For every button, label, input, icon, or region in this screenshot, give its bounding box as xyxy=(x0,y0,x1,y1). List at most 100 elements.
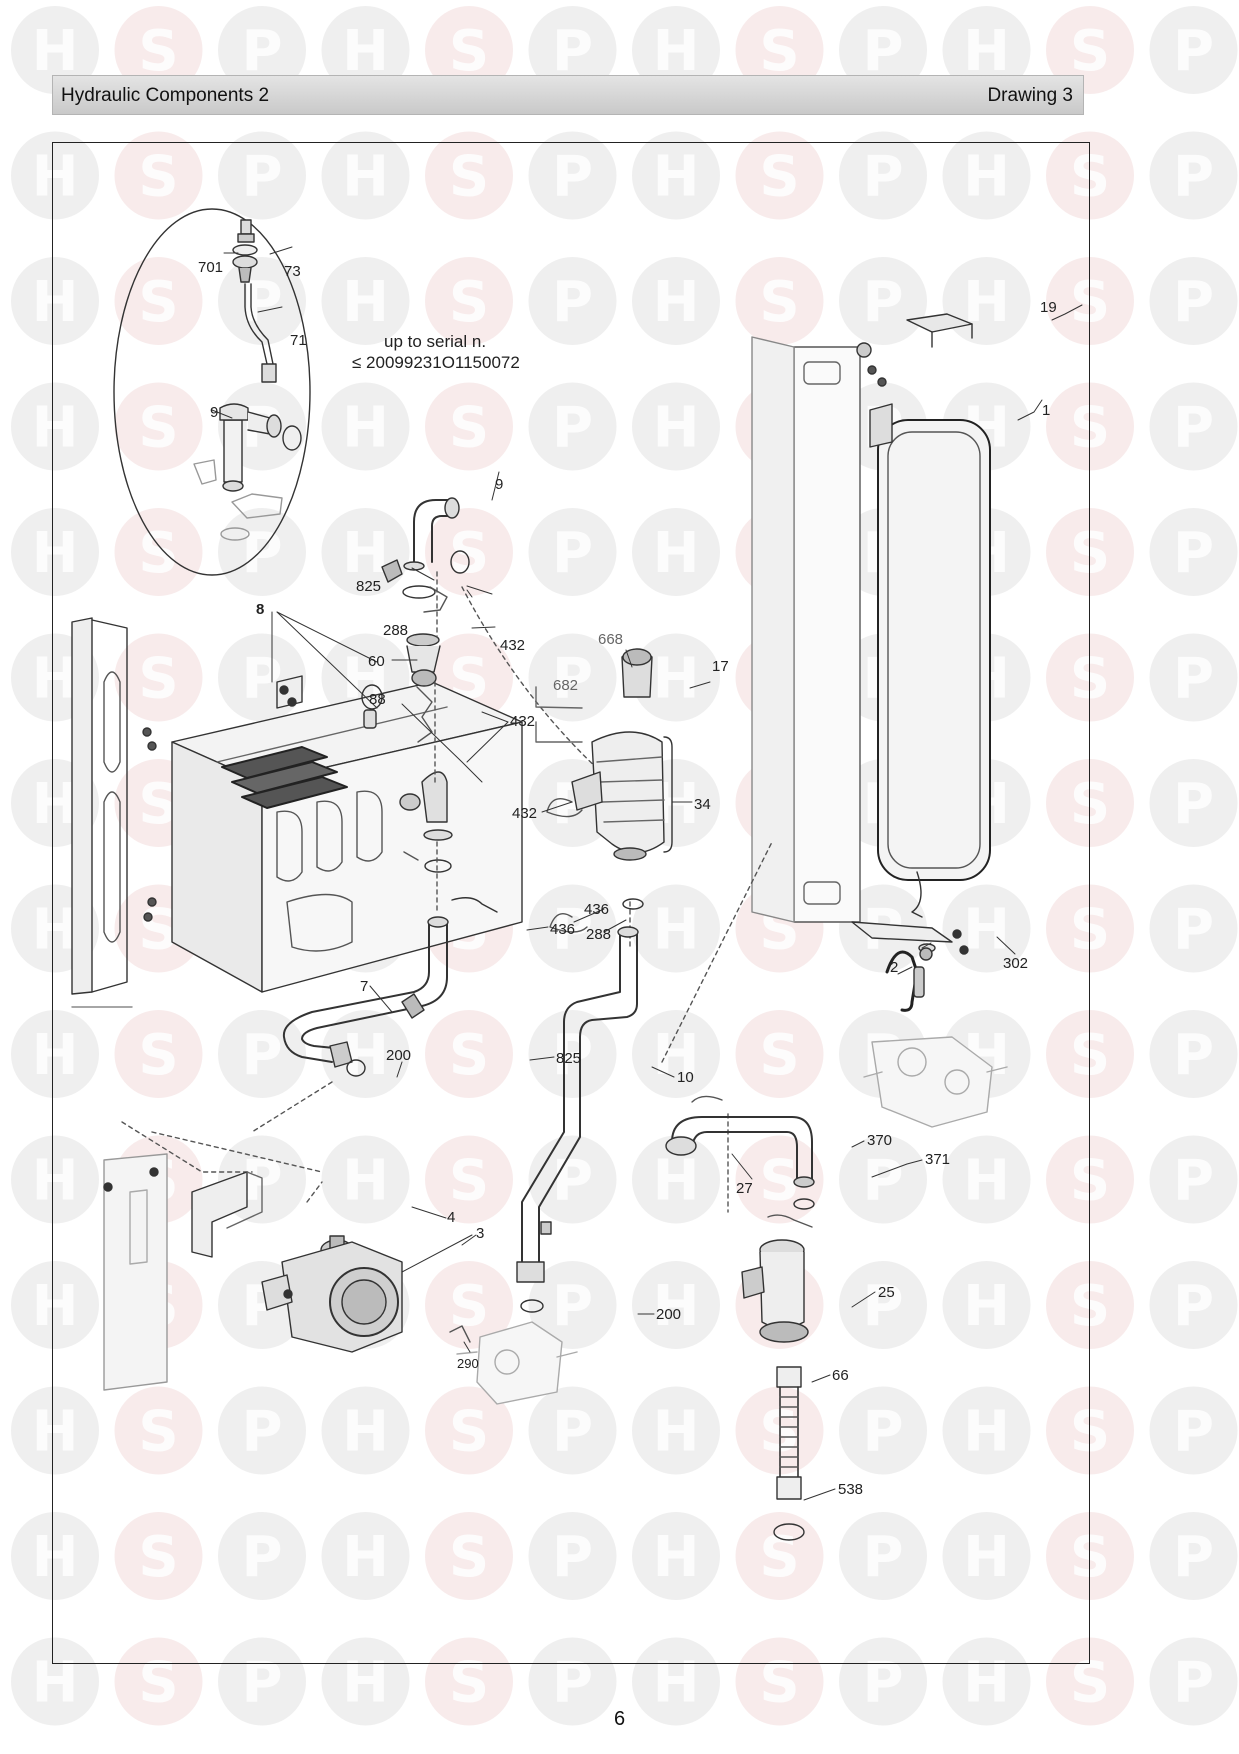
svg-text:P: P xyxy=(552,1525,593,1590)
watermark-badge: S xyxy=(425,382,513,471)
watermark-badge: S xyxy=(1046,633,1134,722)
callout-432-top: 432 xyxy=(500,637,525,654)
svg-text:H: H xyxy=(32,1400,79,1465)
callout-288-mid: 288 xyxy=(586,926,611,943)
watermark-badge: S xyxy=(114,6,203,94)
callout-25: 25 xyxy=(878,1284,895,1301)
watermark-badge: P xyxy=(1149,257,1238,345)
svg-text:P: P xyxy=(862,270,903,335)
watermark-badge: P xyxy=(1149,759,1238,847)
svg-text:H: H xyxy=(342,145,389,210)
watermark-badge: S xyxy=(114,1386,203,1475)
svg-text:H: H xyxy=(342,1651,389,1716)
watermark-badge: P xyxy=(528,257,617,345)
watermark-badge: P xyxy=(1149,1261,1238,1349)
watermark-badge: S xyxy=(425,1261,513,1349)
bracket-34 xyxy=(663,736,673,853)
svg-text:S: S xyxy=(138,521,178,586)
watermark-badge: S xyxy=(1046,1637,1134,1726)
return-pipe-27 xyxy=(665,1095,815,1228)
svg-text:S: S xyxy=(449,270,489,335)
svg-text:H: H xyxy=(32,1525,79,1590)
callout-2: 2 xyxy=(890,959,898,976)
watermark-badge: P xyxy=(1149,1010,1238,1098)
svg-text:P: P xyxy=(241,1651,282,1716)
watermark-badge: P xyxy=(528,131,617,220)
watermark-badge: H xyxy=(321,382,410,471)
watermark-badge: H xyxy=(632,257,720,345)
svg-text:P: P xyxy=(862,1651,903,1716)
watermark-badge: H xyxy=(942,1261,1031,1349)
svg-text:H: H xyxy=(32,1274,79,1339)
drawing-frame xyxy=(52,142,1090,1664)
callout-73: 73 xyxy=(284,263,301,280)
watermark-badge: H xyxy=(11,257,99,345)
watermark-badge: S xyxy=(114,257,203,345)
svg-text:H: H xyxy=(342,1149,389,1214)
svg-text:S: S xyxy=(1070,1651,1110,1716)
svg-text:H: H xyxy=(32,396,79,461)
watermark-badge: H xyxy=(942,131,1031,220)
pipe-7 xyxy=(282,897,498,1077)
callout-682: 682 xyxy=(553,677,578,694)
svg-text:P: P xyxy=(241,647,282,712)
svg-text:P: P xyxy=(1173,270,1214,335)
watermark-badge: H xyxy=(11,1512,99,1600)
svg-text:P: P xyxy=(862,1525,903,1590)
watermark-badge: S xyxy=(1046,884,1134,973)
faded-valve-block-bottom xyxy=(456,1321,578,1405)
svg-text:S: S xyxy=(138,1651,178,1716)
callout-10: 10 xyxy=(677,1069,694,1086)
svg-text:S: S xyxy=(1070,647,1110,712)
svg-text:P: P xyxy=(241,1023,282,1088)
svg-text:H: H xyxy=(963,1400,1010,1465)
watermark-badge: H xyxy=(942,1637,1031,1726)
svg-text:S: S xyxy=(1070,898,1110,963)
watermark-badge: H xyxy=(11,1010,99,1098)
watermark-badge: S xyxy=(1046,6,1134,94)
svg-text:H: H xyxy=(32,1149,79,1214)
svg-text:S: S xyxy=(759,1149,799,1214)
callout-3: 3 xyxy=(476,1225,484,1242)
inset-parts xyxy=(193,219,302,541)
watermark-badge: P xyxy=(1149,1512,1238,1600)
svg-text:H: H xyxy=(342,521,389,586)
svg-text:S: S xyxy=(759,270,799,335)
svg-text:S: S xyxy=(1070,1400,1110,1465)
watermark-badge: S xyxy=(735,1135,824,1224)
watermark-badge: P xyxy=(528,633,617,722)
watermark-badge: H xyxy=(632,1010,720,1098)
watermark-badge: P xyxy=(839,1261,927,1349)
svg-text:P: P xyxy=(552,1274,593,1339)
watermark-badge: P xyxy=(528,1637,617,1726)
svg-text:P: P xyxy=(552,270,593,335)
svg-text:P: P xyxy=(1173,396,1214,461)
svg-text:S: S xyxy=(759,145,799,210)
svg-text:S: S xyxy=(1070,521,1110,586)
watermark-badge: S xyxy=(1046,1386,1134,1475)
svg-text:S: S xyxy=(1070,1525,1110,1590)
svg-text:S: S xyxy=(138,647,178,712)
callout-19: 19 xyxy=(1040,299,1057,316)
watermark-badge: S xyxy=(114,633,203,722)
watermark-badge: H xyxy=(942,1386,1031,1475)
watermark-badge: S xyxy=(1046,1512,1134,1600)
watermark-badge: S xyxy=(425,1637,513,1726)
svg-text:P: P xyxy=(241,19,282,84)
pipe-10 xyxy=(516,926,639,1313)
watermark-badge: S xyxy=(735,257,824,345)
callout-432-left: 432 xyxy=(512,805,537,822)
watermark-badge: P xyxy=(839,1637,927,1726)
svg-text:P: P xyxy=(241,145,282,210)
svg-text:H: H xyxy=(653,396,700,461)
svg-text:S: S xyxy=(759,1651,799,1716)
watermark-badge: P xyxy=(218,6,306,94)
valve-25 xyxy=(741,1239,809,1343)
watermark-badge: H xyxy=(942,1135,1031,1224)
callout-668: 668 xyxy=(598,631,623,648)
callout-88: 88 xyxy=(369,691,386,708)
svg-text:P: P xyxy=(241,1400,282,1465)
watermark-badge: H xyxy=(632,1637,720,1726)
svg-text:P: P xyxy=(1173,1149,1214,1214)
svg-text:S: S xyxy=(1070,1149,1110,1214)
